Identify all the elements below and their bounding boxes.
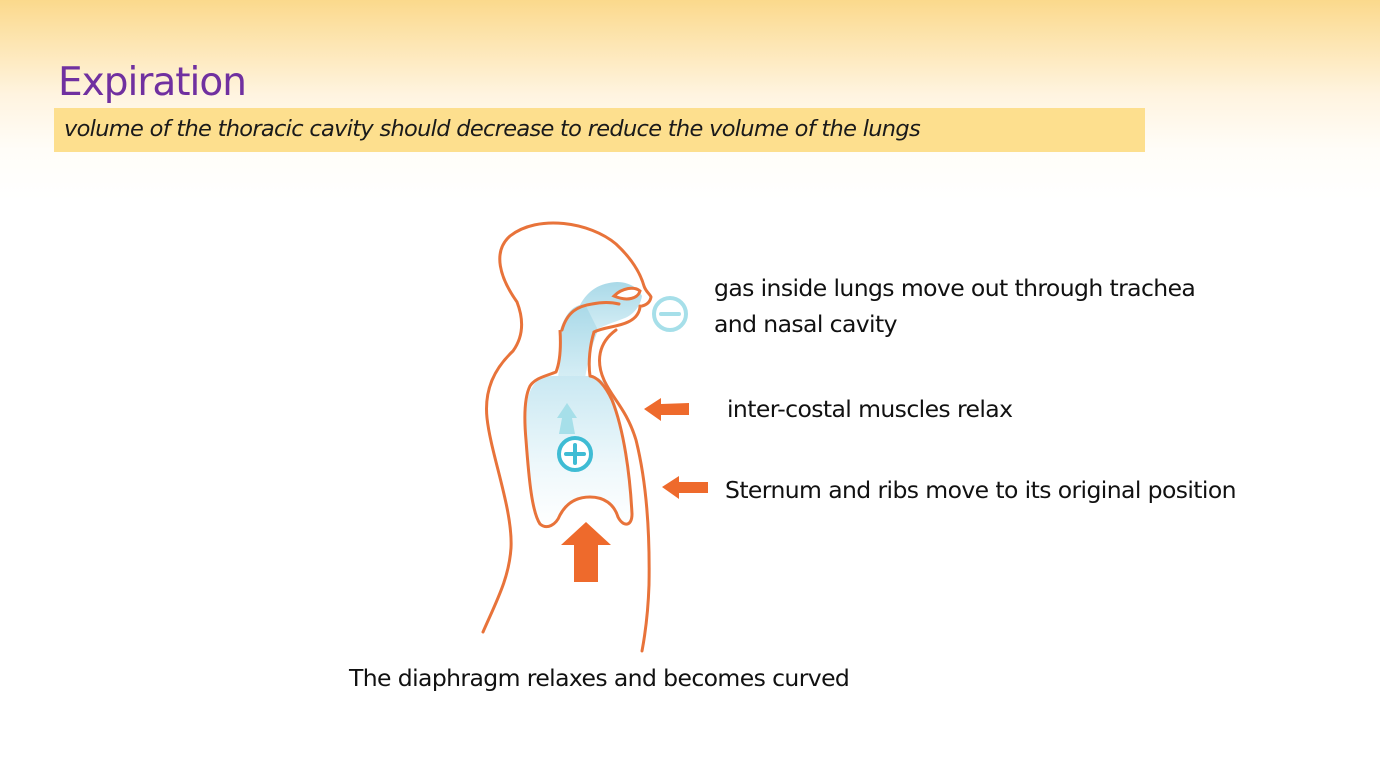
- body-outline: [481, 221, 653, 634]
- plus-circle-icon: [557, 436, 593, 472]
- sternum-arrow-icon: [662, 476, 708, 499]
- lung-outline: [523, 329, 634, 529]
- diaphragm-arrow-icon: [561, 522, 611, 582]
- slide-title: Expiration: [58, 60, 247, 105]
- throat-outline: [560, 301, 621, 332]
- gas-label-line1: gas inside lungs move out through trache…: [714, 274, 1196, 302]
- gas-label: gas inside lungs move out through trache…: [714, 270, 1196, 342]
- airflow-arrow-icon: [557, 403, 577, 434]
- mouth-outline: [611, 286, 642, 301]
- gas-label-line2: and nasal cavity: [714, 310, 898, 338]
- minus-circle-icon: [652, 296, 688, 332]
- intercostal-arrow-icon: [644, 398, 689, 421]
- diaphragm-label: The diaphragm relaxes and becomes curved: [349, 664, 850, 692]
- chest-outline: [598, 328, 651, 653]
- slide-subtitle: volume of the thoracic cavity should dec…: [64, 116, 921, 142]
- intercostal-label: inter-costal muscles relax: [727, 395, 1013, 423]
- trachea-front-outline: [592, 304, 642, 334]
- sternum-label: Sternum and ribs move to its original po…: [725, 476, 1237, 504]
- subtitle-banner: [54, 108, 1145, 152]
